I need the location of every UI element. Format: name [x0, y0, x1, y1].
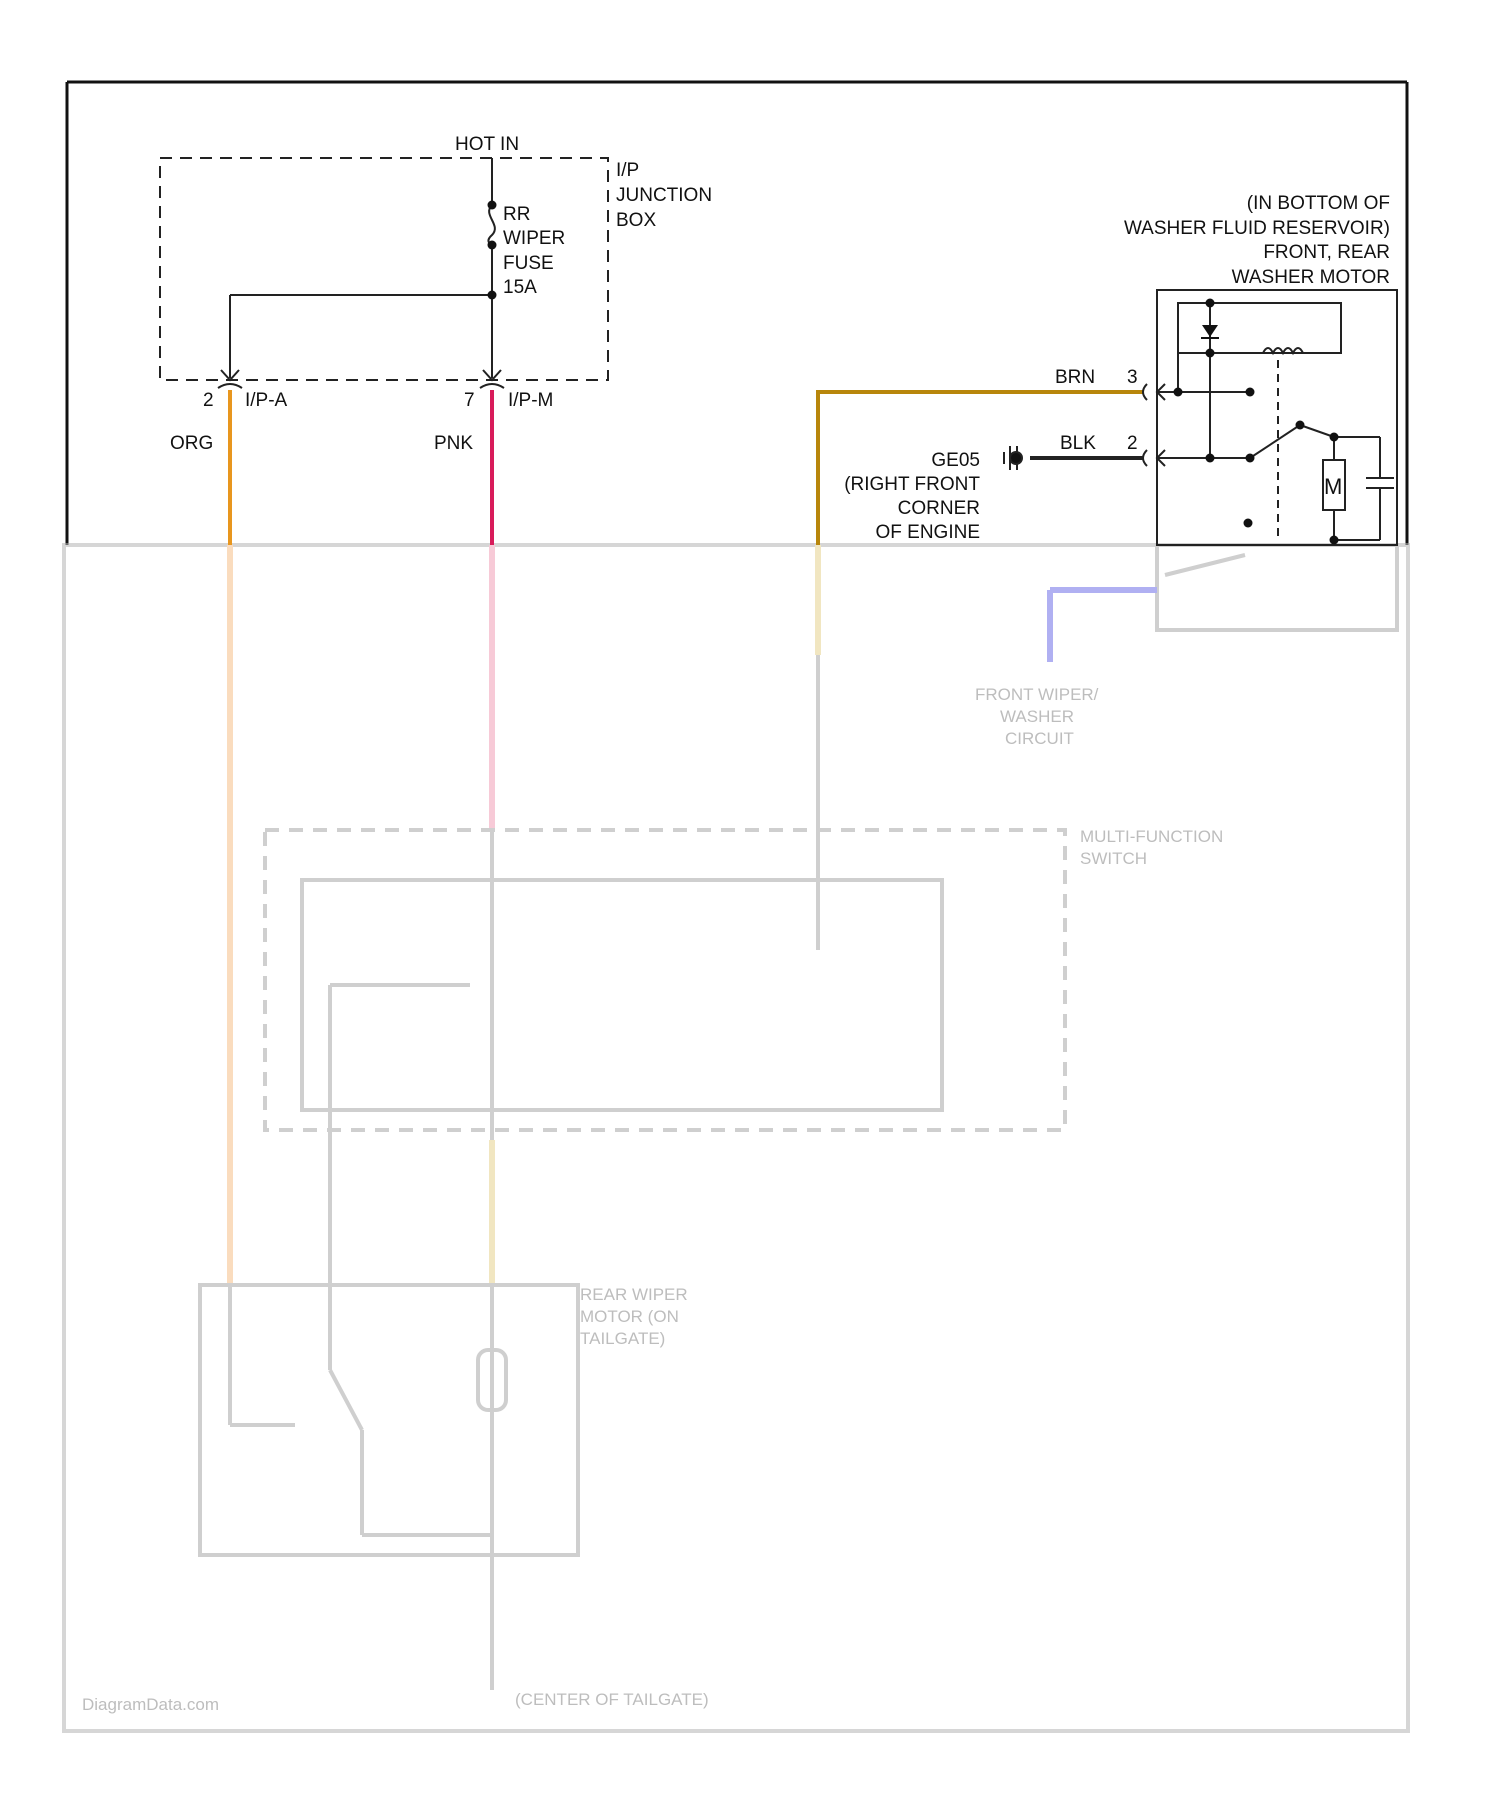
wire-blk-label: BLK	[1060, 433, 1096, 454]
ip-a-name: I/P-A	[245, 390, 288, 411]
hot-in-feed	[230, 158, 495, 378]
ground-label-3: CORNER	[898, 498, 980, 519]
svg-text:CIRCUIT: CIRCUIT	[1005, 729, 1074, 748]
blurred-lower-region	[64, 545, 1408, 1731]
diode-icon	[1202, 325, 1218, 337]
washer-nodes	[1174, 299, 1339, 545]
svg-text:DiagramData.com: DiagramData.com	[82, 1695, 219, 1714]
svg-text:MULTI-FUNCTION: MULTI-FUNCTION	[1080, 827, 1223, 846]
washer-internal-circuit	[1157, 303, 1394, 540]
svg-text:REAR WIPER: REAR WIPER	[580, 1285, 688, 1304]
svg-text:WASHER: WASHER	[1000, 707, 1074, 726]
ground-symbol	[1004, 446, 1022, 470]
svg-text:TAILGATE): TAILGATE)	[580, 1329, 665, 1348]
ground-label-1: GE05	[931, 450, 980, 471]
fuse-label-2: WIPER	[503, 228, 565, 249]
washer-motor-label-2: WASHER FLUID RESERVOIR)	[1124, 218, 1390, 239]
svg-text:MOTOR (ON: MOTOR (ON	[580, 1307, 679, 1326]
washer-motor-label-3: FRONT, REAR	[1263, 242, 1390, 263]
ip-a-pin: 2	[203, 390, 214, 411]
svg-text:FRONT WIPER/: FRONT WIPER/	[975, 685, 1099, 704]
wire-pnk-label: PNK	[434, 433, 473, 454]
fuse-label-4: 15A	[503, 277, 537, 298]
ground-label-4: OF ENGINE	[875, 522, 980, 543]
washer-motor-label-4: WASHER MOTOR	[1232, 267, 1390, 288]
blurred-lower-labels: FRONT WIPER/ WASHER CIRCUIT MULTI-FUNCTI…	[82, 685, 1223, 1714]
ip-m-pin: 7	[464, 390, 475, 411]
junction-box-label-2: JUNCTION	[616, 185, 712, 206]
svg-text:(CENTER OF TAILGATE): (CENTER OF TAILGATE)	[515, 1690, 709, 1709]
washer-connector-pins	[1143, 384, 1165, 466]
fuse-label-3: FUSE	[503, 253, 554, 274]
junction-box-label-3: BOX	[616, 210, 656, 231]
ip-m-name: I/P-M	[508, 390, 553, 411]
washer-pin-brn: 3	[1127, 367, 1138, 388]
motor-symbol: M	[1324, 474, 1342, 499]
wire-org-label: ORG	[170, 433, 213, 454]
wire-brn	[818, 392, 1143, 545]
wire-brn-label: BRN	[1055, 367, 1095, 388]
svg-text:SWITCH: SWITCH	[1080, 849, 1147, 868]
ground-label-2: (RIGHT FRONT	[844, 474, 980, 495]
fuse-label-1: RR	[503, 204, 530, 225]
junction-box-label-1: I/P	[616, 160, 639, 181]
hot-in-label: HOT IN	[455, 134, 519, 155]
washer-motor-label-1: (IN BOTTOM OF	[1247, 193, 1390, 214]
diagram-frame	[67, 82, 1407, 545]
washer-pin-blk: 2	[1127, 433, 1138, 454]
